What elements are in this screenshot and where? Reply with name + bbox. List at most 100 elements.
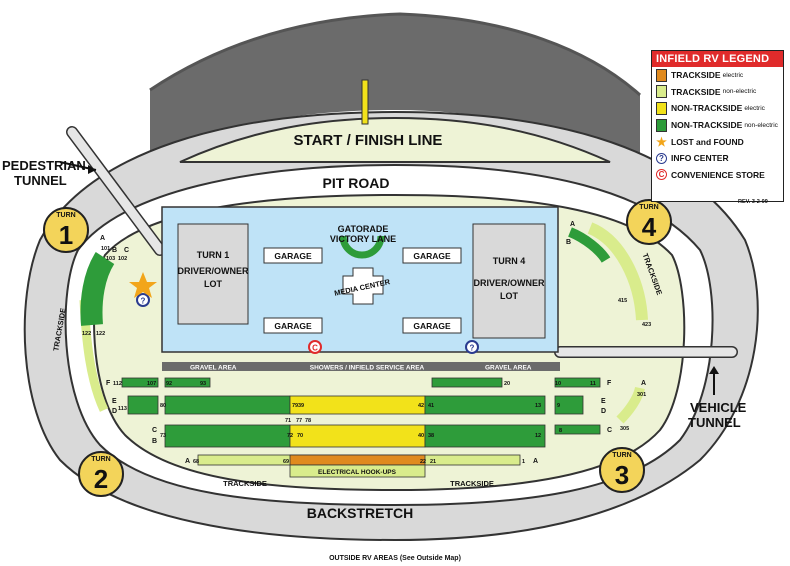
legend-item-convenience-store: C CONVENIENCE STORE — [652, 167, 783, 184]
vehicle-tunnel-label-1: VEHICLE — [690, 400, 747, 415]
turn4-lot-label-3: LOT — [500, 291, 518, 301]
legend-swatch-lightgreen — [656, 85, 667, 99]
gravel-right-label: GRAVEL AREA — [485, 365, 532, 372]
rv-row-e-right — [424, 395, 546, 415]
row-num-73: 73 — [160, 433, 166, 439]
row-num-107: 107 — [147, 381, 156, 387]
row-num-101: 101 — [101, 246, 110, 252]
star-icon: ★ — [656, 134, 667, 149]
rv-row-turn4-b — [567, 227, 611, 263]
turn-4-number: 4 — [642, 212, 657, 242]
rv-row-f-left-2 — [164, 377, 211, 388]
row-label-c-right: C — [607, 427, 612, 434]
rv-row-f-left — [121, 377, 159, 388]
garage-3 — [263, 317, 323, 334]
turn4-lot-label-1: TURN 4 — [493, 256, 526, 266]
row-num-93: 93 — [200, 381, 206, 387]
showers-area — [302, 362, 432, 371]
legend-item-main: TRACKSIDE — [671, 70, 721, 81]
rv-row-turn4 — [587, 222, 648, 321]
rv-row-c-right — [424, 424, 546, 448]
row-label-b-left: B — [152, 438, 157, 445]
start-finish-marker — [361, 79, 369, 125]
rv-rows — [121, 377, 601, 478]
pedestrian-tunnel-label-2: TUNNEL — [14, 173, 67, 188]
row-label-e-right: E — [601, 398, 606, 405]
legend-store-label: CONVENIENCE STORE — [671, 169, 765, 180]
row-label-c-turn1: C — [124, 247, 129, 254]
row-num-80: 80 — [160, 403, 166, 409]
revision-note: REV. 3-2-09 — [738, 199, 768, 205]
legend-item-main: NON-TRACKSIDE — [671, 120, 743, 131]
svg-text:C: C — [312, 344, 318, 353]
legend-item-sub: non-electric — [744, 121, 778, 129]
turn1-lot-label-2: DRIVER/OWNER — [177, 266, 249, 276]
legend-item-sub: electric — [722, 71, 744, 79]
svg-text:?: ? — [470, 344, 475, 353]
garage-2 — [402, 247, 462, 264]
gatorade-label-1: GATORADE — [338, 224, 389, 234]
grandstand-roof-edge — [149, 12, 642, 97]
pedestrian-arrow-head-icon — [88, 165, 96, 174]
media-center-cross — [342, 267, 384, 305]
row-num-42: 42 — [418, 403, 424, 409]
row-num-69: 69 — [283, 459, 289, 465]
rv-row-c-right-2 — [554, 424, 601, 435]
turn-3-number: 3 — [615, 460, 629, 490]
legend-swatch-orange — [656, 68, 667, 82]
garage-boxes: GARAGE GARAGE GARAGE GARAGE — [263, 247, 462, 334]
row-num-415: 415 — [618, 298, 627, 304]
row-num-8: 8 — [559, 428, 562, 434]
row-num-102: 102 — [118, 256, 127, 262]
turn-2-badge: TURN 2 — [78, 451, 124, 497]
rv-row-e-left — [127, 395, 159, 415]
row-label-a-turn3: A — [641, 380, 646, 387]
row-num-11: 11 — [590, 381, 596, 387]
lost-and-found-star-icon — [129, 272, 157, 298]
turn-1-number: 1 — [59, 220, 73, 250]
start-finish-area — [179, 116, 611, 163]
legend-item-info-center: ? INFO CENTER — [652, 150, 783, 167]
turn-1-word: TURN — [56, 212, 75, 219]
row-num-78: 78 — [305, 418, 311, 424]
row-label-d-right: D — [601, 408, 606, 415]
legend-info-center-label: INFO CENTER — [671, 153, 729, 164]
start-finish-label: START / FINISH LINE — [294, 132, 443, 149]
garage-1 — [263, 247, 323, 264]
legend-swatch-green — [656, 118, 667, 132]
pedestrian-tunnel-fill — [67, 127, 165, 255]
turn1-lot — [177, 223, 249, 325]
row-num-39: 39 — [298, 403, 304, 409]
row-label-f-right: F — [607, 380, 612, 387]
legend-item-lost-found: ★ LOST and FOUND — [652, 133, 783, 150]
turn1-lot-label-3: LOT — [204, 279, 222, 289]
vehicle-arrow-head-icon — [709, 366, 719, 374]
victory-lane-ring — [339, 235, 385, 259]
turn-3-word: TURN — [612, 452, 631, 459]
row-num-38: 38 — [428, 433, 434, 439]
turn4-lot — [472, 223, 546, 339]
row-num-305: 305 — [620, 426, 629, 432]
row-num-113: 113 — [118, 406, 127, 412]
electrical-label: ELECTRICAL HOOK-UPS — [318, 469, 397, 476]
row-num-20: 20 — [504, 381, 510, 387]
turn-2-word: TURN — [91, 456, 110, 463]
info-center-icon: ? — [656, 152, 667, 164]
showers-label: SHOWERS / INFIELD SERVICE AREA — [310, 365, 425, 372]
info-center-icon-2: ? — [136, 293, 150, 307]
backstretch-label: BACKSTRETCH — [307, 505, 414, 521]
rv-row-turn1-b — [80, 252, 115, 326]
row-num-79: 79 — [292, 403, 298, 409]
row-num-301: 301 — [637, 392, 646, 398]
turn4-lot-label-2: DRIVER/OWNER — [473, 278, 545, 288]
row-num-10: 10 — [555, 381, 561, 387]
rv-row-f-right — [431, 377, 503, 388]
rv-row-c-electric — [289, 424, 426, 448]
convenience-store-icon: C — [656, 169, 667, 181]
row-num-12: 12 — [535, 433, 541, 439]
gravel-area-right — [432, 362, 560, 371]
